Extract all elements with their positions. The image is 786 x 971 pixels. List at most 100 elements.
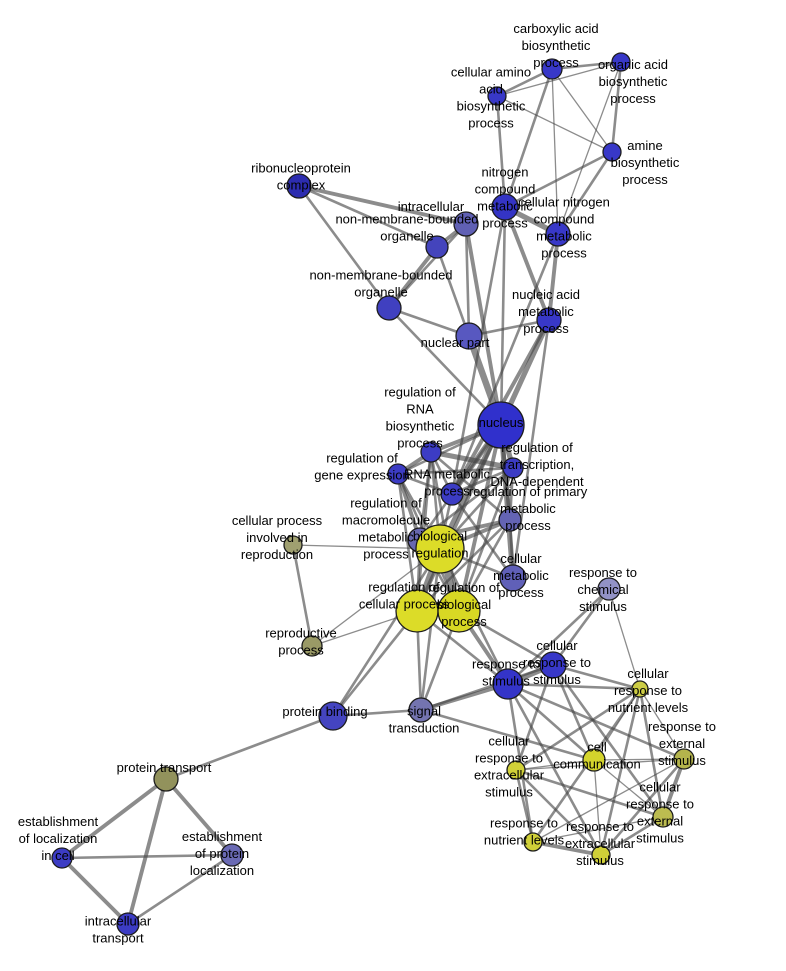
graph-edge-bio_reg-signal[interactable]: [419, 547, 442, 712]
graph-edge-reg_tx-reg_ge[interactable]: [396, 466, 515, 476]
graph-node-resp_extr[interactable]: [591, 845, 611, 865]
graph-edge-org_a-org_b[interactable]: [387, 245, 439, 310]
graph-edge-resp_chem-resp_stim[interactable]: [506, 587, 611, 686]
graph-edge-carb-amine[interactable]: [551, 68, 613, 153]
graph-edge-carb-cellnitro[interactable]: [551, 68, 559, 235]
graph-edge-ptrans-est_prot[interactable]: [164, 777, 234, 857]
graph-node-resp_stim[interactable]: [492, 668, 524, 700]
graph-edge-ribo-org_a[interactable]: [297, 184, 439, 249]
graph-node-nitrogen[interactable]: [491, 193, 519, 221]
graph-edge-cellnitro-rna_met[interactable]: [450, 232, 560, 496]
graph-node-rna_met[interactable]: [440, 482, 464, 506]
graph-edge-cell_resp_nutr-cell_resp_extr[interactable]: [514, 687, 642, 772]
graph-edge-org-amino[interactable]: [496, 61, 622, 97]
graph-edge-cell_comm-cell_resp_ext[interactable]: [593, 759, 664, 818]
graph-edge-cell_resp_nutr-resp_ext[interactable]: [639, 688, 685, 760]
graph-node-nucleus[interactable]: [477, 401, 525, 449]
graph-node-cell_resp_extr[interactable]: [506, 760, 526, 780]
graph-edge-org_b-nucleus[interactable]: [387, 306, 503, 427]
graph-edge-org_b-nuclear_part[interactable]: [387, 306, 471, 338]
graph-node-cell_comm[interactable]: [582, 748, 606, 772]
graph-edge-nitrogen-nucleic[interactable]: [503, 205, 551, 322]
graph-edge-ribo-org_b[interactable]: [297, 184, 391, 310]
graph-edge-pbind-ptrans[interactable]: [164, 714, 335, 781]
graph-edge-amine-nitrogen[interactable]: [503, 150, 614, 209]
graph-edge-est_loc-est_prot[interactable]: [60, 853, 234, 860]
graph-edge-cell_resp_stim-cell_resp_ext[interactable]: [551, 663, 665, 819]
graph-edge-amino-nitrogen[interactable]: [495, 94, 507, 209]
graph-node-cell_resp_stim[interactable]: [539, 651, 567, 679]
graph-edge-cpir-repro[interactable]: [291, 543, 314, 648]
graph-node-cell_resp_nutr[interactable]: [631, 680, 649, 698]
graph-edge-nucleus-reg_bio[interactable]: [457, 423, 503, 613]
graph-edge-carb-nitrogen[interactable]: [503, 67, 554, 209]
graph-edge-ptrans-est_loc[interactable]: [60, 777, 168, 860]
graph-edge-cell_resp_extr-resp_nutr[interactable]: [514, 768, 535, 844]
graph-node-amino[interactable]: [487, 86, 507, 106]
graph-node-cellnitro[interactable]: [545, 221, 571, 247]
graph-node-org[interactable]: [611, 52, 631, 72]
graph-edge-cell_met-nucleic[interactable]: [511, 318, 551, 580]
graph-node-carb[interactable]: [541, 58, 563, 80]
graph-edge-ptrans-intr_trans[interactable]: [126, 777, 168, 926]
graph-edge-cell_comm-signal[interactable]: [419, 708, 596, 762]
graph-edge-ribo-intracell[interactable]: [297, 184, 468, 226]
graph-node-nuclear_part[interactable]: [455, 322, 483, 350]
graph-edge-resp_nutr-resp_ext[interactable]: [532, 758, 685, 843]
graph-node-intracell[interactable]: [453, 211, 479, 237]
graph-edge-intracell-nucleus[interactable]: [464, 222, 503, 427]
graph-edge-cellnitro-nucleic[interactable]: [547, 232, 560, 322]
graph-node-cpir[interactable]: [283, 535, 303, 555]
graph-node-resp_nutr[interactable]: [523, 832, 543, 852]
graph-node-resp_chem[interactable]: [597, 577, 621, 601]
graph-edge-reg_cell-pbind[interactable]: [331, 609, 419, 718]
graph-node-bio_reg[interactable]: [415, 524, 465, 574]
graph-edge-pbind-signal[interactable]: [331, 708, 423, 718]
graph-edge-org_a-nuclear_part[interactable]: [435, 245, 471, 338]
graph-edge-cell_resp_stim-cell_resp_extr[interactable]: [514, 663, 555, 772]
graph-node-reg_ge[interactable]: [387, 463, 409, 485]
graph-edge-cell_resp_stim-cell_resp_nutr[interactable]: [551, 663, 642, 691]
graph-edge-amino-amine[interactable]: [496, 95, 613, 153]
graph-node-est_loc[interactable]: [51, 847, 73, 869]
graph-edge-bio_reg-pbind[interactable]: [331, 547, 442, 718]
graph-edge-cell_comm-resp_ext[interactable]: [593, 758, 685, 761]
graph-edge-intracell-nuclear_part[interactable]: [464, 222, 471, 338]
graph-edge-reg_prim-reg_cell[interactable]: [415, 518, 512, 613]
graph-edge-resp_stim-cell_comm[interactable]: [506, 682, 596, 762]
graph-edge-cell_resp_ext-resp_nutr[interactable]: [532, 816, 664, 843]
graph-edge-resp_chem-cell_resp_stim[interactable]: [551, 587, 611, 667]
graph-node-est_prot[interactable]: [220, 843, 244, 867]
graph-edge-resp_nutr-resp_extr[interactable]: [531, 840, 603, 857]
graph-edge-resp_stim-cell_resp_nutr[interactable]: [506, 682, 642, 691]
graph-edge-rna_met-cell_met[interactable]: [450, 492, 515, 580]
graph-edge-org-cellnitro[interactable]: [557, 61, 622, 235]
graph-node-reg_prim[interactable]: [498, 508, 522, 532]
graph-edge-est_prot-intr_trans[interactable]: [126, 853, 234, 926]
graph-edge-cell_resp_extr-resp_extr[interactable]: [514, 768, 603, 857]
graph-node-reg_rna[interactable]: [420, 441, 442, 463]
graph-edge-nitrogen-rna_met[interactable]: [450, 205, 507, 496]
graph-node-cell_met[interactable]: [499, 564, 527, 592]
graph-edge-cell_resp_nutr-cell_resp_ext[interactable]: [638, 687, 665, 819]
graph-node-org_b[interactable]: [376, 295, 402, 321]
graph-node-amine[interactable]: [602, 142, 622, 162]
graph-edge-est_loc-intr_trans[interactable]: [60, 856, 130, 926]
graph-edge-resp_chem-cell_resp_nutr[interactable]: [608, 588, 641, 690]
graph-edge-cell_resp_ext-resp_extr[interactable]: [599, 815, 665, 857]
graph-edge-cell_comm-resp_extr[interactable]: [593, 759, 602, 856]
graph-edge-nucleus-nitrogen[interactable]: [499, 205, 507, 427]
graph-node-cell_resp_ext[interactable]: [652, 806, 674, 828]
graph-node-resp_ext[interactable]: [673, 748, 695, 770]
graph-edge-resp_stim-resp_extr[interactable]: [506, 682, 603, 857]
graph-edge-carb-org[interactable]: [550, 60, 623, 71]
graph-node-signal[interactable]: [408, 697, 434, 723]
graph-node-org_a[interactable]: [425, 235, 449, 259]
graph-edge-cell_comm-cell_resp_extr[interactable]: [515, 759, 595, 771]
graph-node-pbind[interactable]: [318, 701, 348, 731]
graph-edge-resp_extr-resp_ext[interactable]: [599, 757, 686, 857]
graph-edge-bio_reg-repro[interactable]: [311, 548, 441, 647]
graph-edge-amine-cellnitro[interactable]: [556, 150, 614, 236]
